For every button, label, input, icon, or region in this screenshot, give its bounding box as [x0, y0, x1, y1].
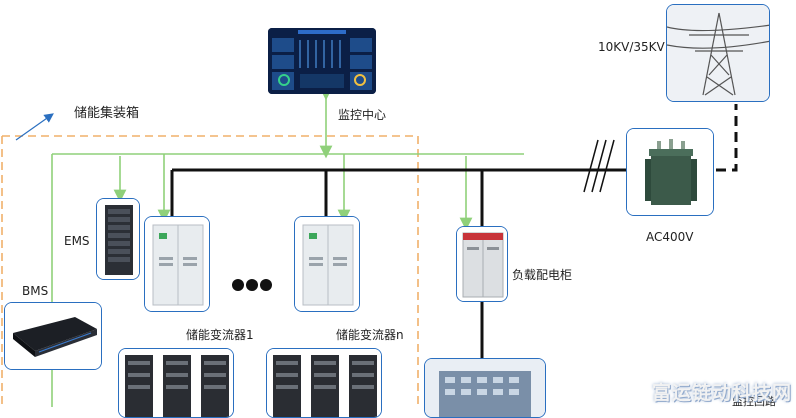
grid-link-dashed — [700, 104, 738, 172]
bms-frame — [4, 302, 102, 370]
container-pointer-arrow — [15, 113, 54, 141]
bms-label: BMS — [22, 284, 49, 298]
building-frame — [424, 358, 546, 418]
server-rack-icon — [97, 199, 139, 279]
pcs-ellipsis — [232, 279, 272, 291]
power-bus — [170, 168, 626, 358]
converter-cabinet-icon — [295, 217, 359, 311]
battery-rack-icon — [267, 349, 381, 417]
watermark-text: 富运链动科技网 — [651, 382, 792, 404]
battery-rack-1-frame — [118, 348, 234, 418]
monitor-center-label: 监控中心 — [338, 108, 387, 122]
battery-rack-icon — [119, 349, 233, 417]
container-boundary — [1, 135, 419, 407]
bms-device-icon — [5, 303, 101, 369]
distribution-cabinet-icon — [457, 227, 507, 301]
transformer-frame — [626, 128, 714, 216]
ems-label: EMS — [64, 234, 90, 248]
pcsn-frame — [294, 216, 360, 312]
container-label: 储能集装箱 — [74, 106, 140, 121]
pcsn-label: 储能变流器n — [336, 328, 404, 342]
monitor-center-frame — [268, 28, 376, 94]
transformer-label: AC400V — [646, 230, 694, 244]
load-cabinet-label: 负载配电柜 — [512, 268, 573, 282]
monitor-loop-label: 监控回路 — [732, 395, 776, 408]
building-icon — [425, 359, 545, 417]
pcs1-frame — [144, 216, 210, 312]
power-tower-icon — [667, 5, 769, 101]
battery-rack-n-frame — [266, 348, 382, 418]
grid-voltage-label: 10KV/35KV — [598, 40, 665, 54]
converter-cabinet-icon — [145, 217, 209, 311]
monitor-screen-icon — [268, 28, 376, 94]
diagram-canvas — [1, 87, 738, 407]
transformer-icon — [627, 129, 713, 215]
line-break-marks — [583, 139, 615, 193]
ems-frame — [96, 198, 140, 280]
pcs1-label: 储能变流器1 — [186, 328, 254, 342]
grid-tower-frame — [666, 4, 770, 102]
load-cabinet-frame — [456, 226, 508, 302]
